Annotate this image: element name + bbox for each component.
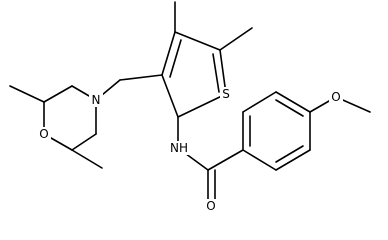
bond-ch2-c3thio: [119, 74, 163, 81]
bond-c5-s: [219, 49, 227, 95]
bond-ar6-ar1: [242, 149, 277, 171]
bond-c3-c4: [71, 133, 97, 151]
bond-c3-methyl: [71, 149, 103, 169]
bond-c1-c2: [43, 85, 73, 103]
bond-c4-c5-thio: [174, 31, 221, 51]
bond-c3-c4-thio-double: [169, 39, 182, 78]
thiophene-sulfur-label: S: [222, 87, 230, 101]
bond-ar3-ar4-double: [275, 99, 304, 117]
bond-layer: [9, 1, 371, 205]
bond-c3-c4-thio: [161, 31, 176, 76]
bond-s-c2-thio: [177, 93, 227, 118]
atom-label-layer: N O S NH O O: [37, 87, 343, 213]
bond-ar2-ar3: [242, 91, 277, 113]
bond-c2-c3-thio: [161, 74, 179, 118]
bond-carbonyl-aryl: [207, 149, 244, 171]
bond-c2-methyl: [9, 85, 45, 103]
methoxy-oxygen-label: O: [331, 90, 340, 104]
morpholine-oxygen-label: O: [39, 127, 48, 141]
bond-c5-s-double: [212, 53, 220, 93]
chemical-structure: N O S NH O O: [9, 1, 371, 213]
morpholine-nitrogen-label: N: [92, 93, 101, 107]
bond-ar5-ar6-double: [275, 145, 304, 163]
bond-ar5-ar6: [275, 149, 311, 171]
bond-c5-methyl: [219, 27, 253, 51]
carbonyl-oxygen-label: O: [206, 199, 215, 213]
amide-nh-label: NH: [170, 141, 188, 155]
bond-ar3-ar4: [275, 91, 311, 113]
